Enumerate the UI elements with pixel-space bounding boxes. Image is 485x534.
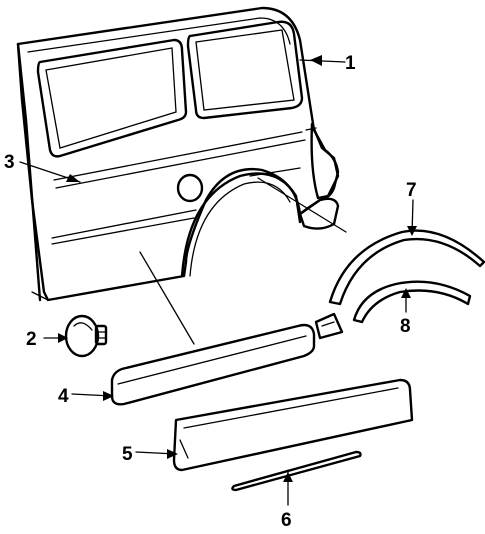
arrowhead-2 — [58, 333, 68, 343]
callout-4: 4 — [58, 386, 69, 407]
callout-1: 1 — [345, 53, 356, 74]
door-molding-part — [172, 378, 414, 472]
callout-6: 6 — [281, 510, 292, 531]
fuel-door-part — [64, 314, 108, 358]
callout-labels: 1 2 3 4 5 6 7 8 — [4, 53, 417, 531]
arrowhead-8 — [401, 288, 411, 298]
quarter-panel — [16, 6, 340, 302]
inner-arch-molding-part — [352, 280, 472, 324]
guide-line-4 — [139, 251, 195, 345]
leader-lines — [19, 55, 417, 506]
rocker-strip-part — [231, 450, 362, 492]
arrowhead-5 — [167, 449, 178, 459]
arrowhead-7 — [407, 226, 417, 236]
guide-line-7 — [257, 177, 347, 233]
callout-8: 8 — [400, 316, 411, 337]
callout-3: 3 — [4, 152, 15, 173]
leader-1 — [299, 59, 346, 63]
arrowhead-3 — [66, 174, 80, 182]
lower-molding-part — [110, 323, 316, 406]
callout-7: 7 — [406, 180, 417, 201]
callout-2: 2 — [26, 329, 37, 350]
wheel-opening-molding-part — [314, 229, 485, 340]
arrowhead-4 — [103, 391, 114, 401]
callout-5: 5 — [122, 444, 133, 465]
arrowhead-6 — [283, 472, 293, 482]
arrowhead-1 — [310, 55, 322, 66]
